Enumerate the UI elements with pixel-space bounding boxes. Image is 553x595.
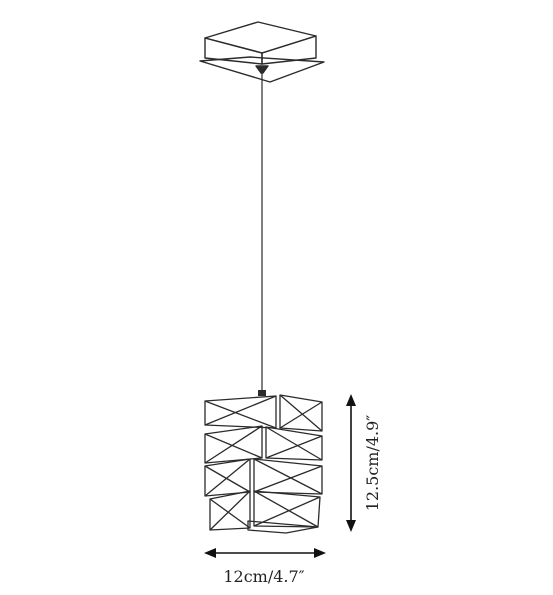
ceiling-canopy [199, 21, 325, 83]
shade-row-3 [204, 458, 323, 497]
canopy-top-face [204, 21, 317, 54]
width-arrow-right-head [314, 548, 326, 558]
height-arrow-bottom-head [346, 520, 356, 532]
lamp-shade [204, 394, 323, 534]
shade-row-1 [204, 394, 323, 432]
shade-row-2 [204, 425, 323, 464]
canopy-right-face [261, 35, 317, 65]
shade-bottom-band [247, 520, 319, 534]
height-label: 12.5cm/4.9″ [363, 415, 382, 512]
height-dimension [346, 394, 356, 532]
cord-grip [255, 65, 269, 74]
width-arrow-left-head [204, 548, 216, 558]
canopy-bottom-rim [199, 56, 325, 83]
width-dimension [204, 548, 326, 558]
shade-row-4 [209, 490, 321, 534]
cord-socket [258, 390, 266, 396]
height-arrow-top-head [346, 394, 356, 406]
width-label: 12cm/4.7″ [223, 567, 304, 586]
